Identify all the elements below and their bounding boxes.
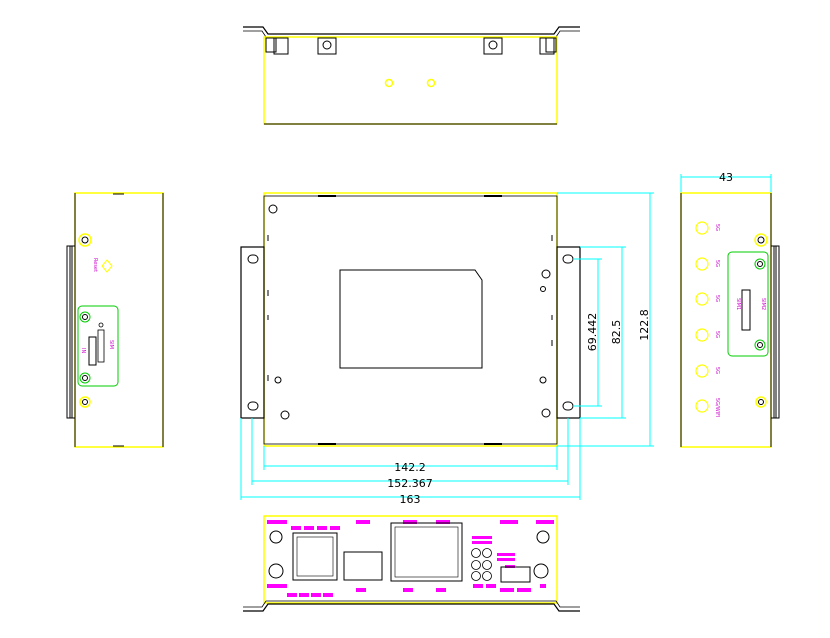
antenna-port-icon xyxy=(268,563,284,579)
module-outline xyxy=(339,269,483,369)
usb-port xyxy=(343,551,383,581)
dim-width-inner: 142.2 xyxy=(394,461,426,474)
antenna-port-icon xyxy=(695,399,709,413)
dim-width-overall: 163 xyxy=(400,493,421,506)
antenna-port-icon xyxy=(695,364,709,378)
dimension-labels: 142.2 152.367 163 69.442 82.5 122.8 43 xyxy=(387,171,733,506)
top-view xyxy=(243,26,580,125)
antenna-label: 5G xyxy=(714,224,720,231)
screw-icon xyxy=(280,410,290,420)
slot-icon xyxy=(562,254,574,264)
screw-icon xyxy=(488,40,498,50)
dim-depth: 43 xyxy=(719,171,733,184)
dim-width-holes: 152.367 xyxy=(387,477,433,490)
antenna-label: 5G xyxy=(714,260,720,267)
hdmi-port xyxy=(390,522,463,582)
antenna-port-icon xyxy=(695,221,709,235)
slot-icon xyxy=(247,254,259,264)
serial-port xyxy=(500,566,531,583)
antenna-port-icon xyxy=(533,563,549,579)
screw-icon xyxy=(540,286,546,292)
dim-height-flange: 82.5 xyxy=(610,320,623,345)
screw-icon xyxy=(754,258,766,270)
screw-icon xyxy=(79,396,91,408)
mount-hole-icon xyxy=(384,78,394,88)
connector-panel xyxy=(77,305,119,387)
antenna-label: 5G xyxy=(714,295,720,302)
sim-port-label: SIM xyxy=(108,340,114,349)
left-side-view: Reset IN SIM xyxy=(66,192,164,448)
mount-hole-icon xyxy=(426,78,436,88)
antenna-port-icon xyxy=(536,530,550,544)
antenna-label: 5G xyxy=(714,331,720,338)
led-cluster xyxy=(471,548,492,581)
power-in-label: IN xyxy=(80,348,86,353)
sim-connector-panel xyxy=(727,251,769,357)
screw-icon xyxy=(79,372,91,384)
dim-height-holes: 69.442 xyxy=(586,313,599,352)
reset-button-icon xyxy=(101,259,113,273)
screw-icon xyxy=(541,269,551,279)
slot-icon xyxy=(562,401,574,411)
slot-icon xyxy=(247,401,259,411)
screw-icon xyxy=(754,339,766,351)
wifi-label: 5G/WIFI xyxy=(714,398,720,418)
screw-icon xyxy=(322,40,332,50)
front-view xyxy=(240,192,581,447)
screw-icon xyxy=(78,233,92,247)
antenna-port-icon xyxy=(269,530,283,544)
screw-icon xyxy=(79,311,91,323)
screw-icon xyxy=(539,376,547,384)
ethernet-port xyxy=(292,532,338,581)
antenna-label: 5G xyxy=(714,367,720,374)
rear-view xyxy=(243,515,580,612)
antenna-port-icon xyxy=(695,292,709,306)
sim2-label: SIM2 xyxy=(760,298,766,310)
reset-label: Reset xyxy=(92,258,98,272)
right-side-view: 5G 5G 5G 5G 5G 5G/WIFI SIM1 SIM2 xyxy=(680,192,780,448)
sim1-label: SIM1 xyxy=(735,298,741,310)
screw-icon xyxy=(541,408,551,418)
screw-icon xyxy=(754,233,768,247)
screw-icon xyxy=(274,376,282,384)
antenna-port-icon xyxy=(695,257,709,271)
screw-icon xyxy=(268,204,278,214)
screw-icon xyxy=(755,396,767,408)
antenna-port-icon xyxy=(695,328,709,342)
dimension-lines xyxy=(240,174,772,500)
dim-height-overall: 122.8 xyxy=(638,309,651,341)
